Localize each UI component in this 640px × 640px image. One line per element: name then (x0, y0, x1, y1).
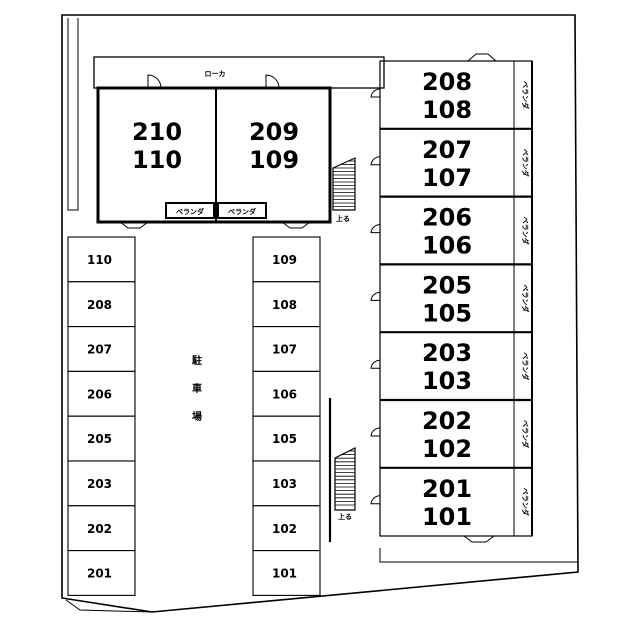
unit-105-label: 105 (422, 299, 472, 327)
parking-middle-space-106: 106 (252, 370, 321, 417)
stairs-label-lower: 上る (338, 512, 352, 521)
unit-208-label: 208 (422, 68, 472, 96)
veranda-208: ベランダ (521, 81, 530, 109)
parking-middle-space-108: 108 (252, 281, 321, 328)
parking-left-space-207: 207 (67, 326, 136, 372)
parking-left-space-201: 201 (67, 550, 136, 596)
corridor: ローカ (93, 56, 385, 89)
unit-103-label: 103 (422, 367, 472, 395)
parking-label: 103 (272, 477, 297, 491)
parking-label: 208 (87, 298, 112, 312)
unit-101-label: 101 (422, 503, 472, 531)
unit-109-label: 109 (249, 146, 299, 174)
svg-text:ベランダ: ベランダ (176, 207, 204, 216)
unit-102-label: 102 (422, 435, 472, 463)
veranda-209: ベランダ (217, 202, 267, 219)
parking-label: 110 (87, 253, 112, 267)
parking-left-space-205: 205 (67, 415, 136, 462)
parking-label: 207 (87, 343, 112, 357)
parking-label-1: 駐 (192, 354, 202, 367)
unit-201-label: 201 (422, 475, 472, 503)
parking-left-space-208: 208 (67, 281, 136, 328)
parking-label: 202 (87, 522, 112, 536)
unit-209-label: 209 (249, 118, 299, 146)
corridor-label: ローカ (205, 70, 226, 78)
veranda-203: ベランダ (521, 352, 530, 380)
veranda-206: ベランダ (521, 217, 530, 245)
parking-middle-space-103: 103 (252, 460, 321, 507)
parking-label: 107 (272, 343, 297, 357)
parking-label: 201 (87, 567, 112, 581)
parking-middle-space-109: 109 (252, 236, 321, 283)
parking-middle-space-102: 102 (252, 505, 321, 552)
parking-left-space-206: 206 (67, 370, 136, 417)
top-building: ベランダ ベランダ 210 110 209 109 (96, 74, 332, 229)
unit-108-label: 108 (422, 96, 472, 124)
parking-label-3: 場 (192, 410, 202, 423)
svg-text:ベランダ: ベランダ (228, 207, 256, 216)
parking-label: 203 (87, 477, 112, 491)
upper-stairs: 上る (332, 157, 356, 223)
parking-label: 205 (87, 432, 112, 446)
parking-label: 106 (272, 387, 297, 401)
parking-middle-space-107: 107 (252, 326, 321, 372)
unit-202-label: 202 (422, 407, 472, 435)
veranda-201: ベランダ (521, 488, 530, 516)
parking-middle-space-101: 101 (252, 550, 321, 596)
unit-205-label: 205 (422, 271, 472, 299)
unit-106-label: 106 (422, 232, 472, 260)
parking-label: 206 (87, 387, 112, 401)
veranda-205: ベランダ (521, 284, 530, 312)
unit-210-label: 210 (132, 118, 182, 146)
stairs-label-upper: 上る (336, 214, 350, 223)
parking-label: 109 (272, 253, 297, 267)
veranda-207: ベランダ (521, 149, 530, 177)
parking-label: 102 (272, 522, 297, 536)
unit-110-label: 110 (132, 146, 182, 174)
parking-label: 105 (272, 432, 297, 446)
parking-label-2: 車 (192, 382, 202, 395)
unit-207-label: 207 (422, 136, 472, 164)
unit-206-label: 206 (422, 204, 472, 232)
parking-label: 101 (272, 567, 297, 581)
parking-middle-space-105: 105 (252, 415, 321, 462)
site-boundary (61, 14, 579, 613)
lower-stairs: 上る (328, 398, 356, 542)
unit-107-label: 107 (422, 164, 472, 192)
veranda-202: ベランダ (521, 420, 530, 448)
parking-left-space-203: 203 (67, 460, 136, 507)
parking-area: 110 208 207 206 205 203 202 201 109 108 107 106 105… (67, 236, 321, 596)
parking-left-space-202: 202 (67, 505, 136, 552)
veranda-210: ベランダ (165, 202, 215, 219)
parking-label: 108 (272, 298, 297, 312)
parking-left-space-110: 110 (67, 236, 136, 283)
unit-203-label: 203 (422, 339, 472, 367)
